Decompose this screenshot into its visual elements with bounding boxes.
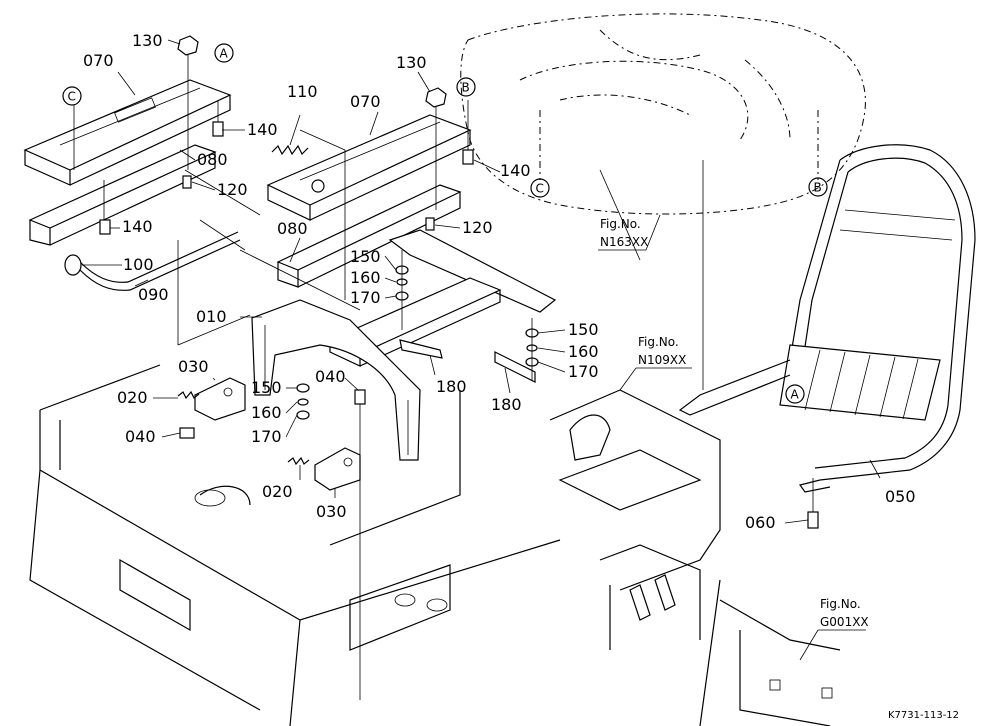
label-150: 150 [350,247,381,266]
label-170: 170 [350,288,381,307]
label-070: 070 [350,92,381,111]
fasteners [99,35,819,529]
assembly-lines [73,55,814,700]
seat-phantom [460,13,866,215]
label-120: 120 [217,180,248,199]
spring-110 [271,144,309,156]
stay-010 [251,299,421,461]
seat-rail-left-070 [23,79,232,186]
label-180: 180 [436,377,467,396]
label-100: 100 [123,255,154,274]
bracket-030-right [314,447,361,491]
label-040: 040 [125,427,156,446]
label-070: 070 [83,51,114,70]
label-180: 180 [491,395,522,414]
label-160: 160 [251,403,282,422]
fig-ref-n163-code: N163XX [600,235,648,249]
fig-ref-n163-title: Fig.No. [600,217,641,231]
ref-marker-a: A [791,388,800,402]
label-060: 060 [745,513,776,532]
label-120: 120 [462,218,493,237]
seat-frame-050 [678,144,976,493]
fig-ref-g001-code: G001XX [820,615,869,629]
label-080: 080 [197,150,228,169]
label-050: 050 [885,487,916,506]
label-010: 010 [196,307,227,326]
fig-ref-n109-title: Fig.No. [638,335,679,349]
seat-rail-right-080 [276,184,462,288]
label-150: 150 [251,378,282,397]
lever-090 [64,231,241,291]
label-020: 020 [117,388,148,407]
label-040: 040 [315,367,346,386]
ref-marker-b: B [814,181,822,195]
spring-020 [177,390,310,466]
image-code: K7731-113-12 [888,710,959,721]
ref-marker-c: C [536,182,544,196]
bracket-180 [399,339,536,383]
label-160: 160 [568,342,599,361]
label-110: 110 [287,82,318,101]
callouts: 130 070 140 080 140 120 100 090 110 070 … [82,31,916,532]
label-140: 140 [122,217,153,236]
label-160: 160 [350,268,381,287]
label-150: 150 [568,320,599,339]
label-140: 140 [500,161,531,180]
ref-marker-c: C [68,90,76,104]
ref-marker-b: B [462,81,470,95]
reference-markers: A C B C B A [62,43,828,404]
label-030: 030 [178,357,209,376]
fig-ref-n109-code: N109XX [638,353,686,367]
label-080: 080 [277,219,308,238]
label-020: 020 [262,482,293,501]
seat-rail-left-080 [28,144,217,246]
label-130: 130 [132,31,163,50]
label-130: 130 [396,53,427,72]
label-140: 140 [247,120,278,139]
fig-ref-g001-title: Fig.No. [820,597,861,611]
label-170: 170 [251,427,282,446]
frame-main [29,364,841,726]
ref-marker-a: A [220,47,229,61]
label-090: 090 [138,285,169,304]
label-170: 170 [568,362,599,381]
seat-rail-right-070 [266,114,472,221]
bracket-030-left [194,377,246,421]
figure-references: Fig.No. N163XX Fig.No. N109XX Fig.No. G0… [598,214,869,661]
label-030: 030 [316,502,347,521]
